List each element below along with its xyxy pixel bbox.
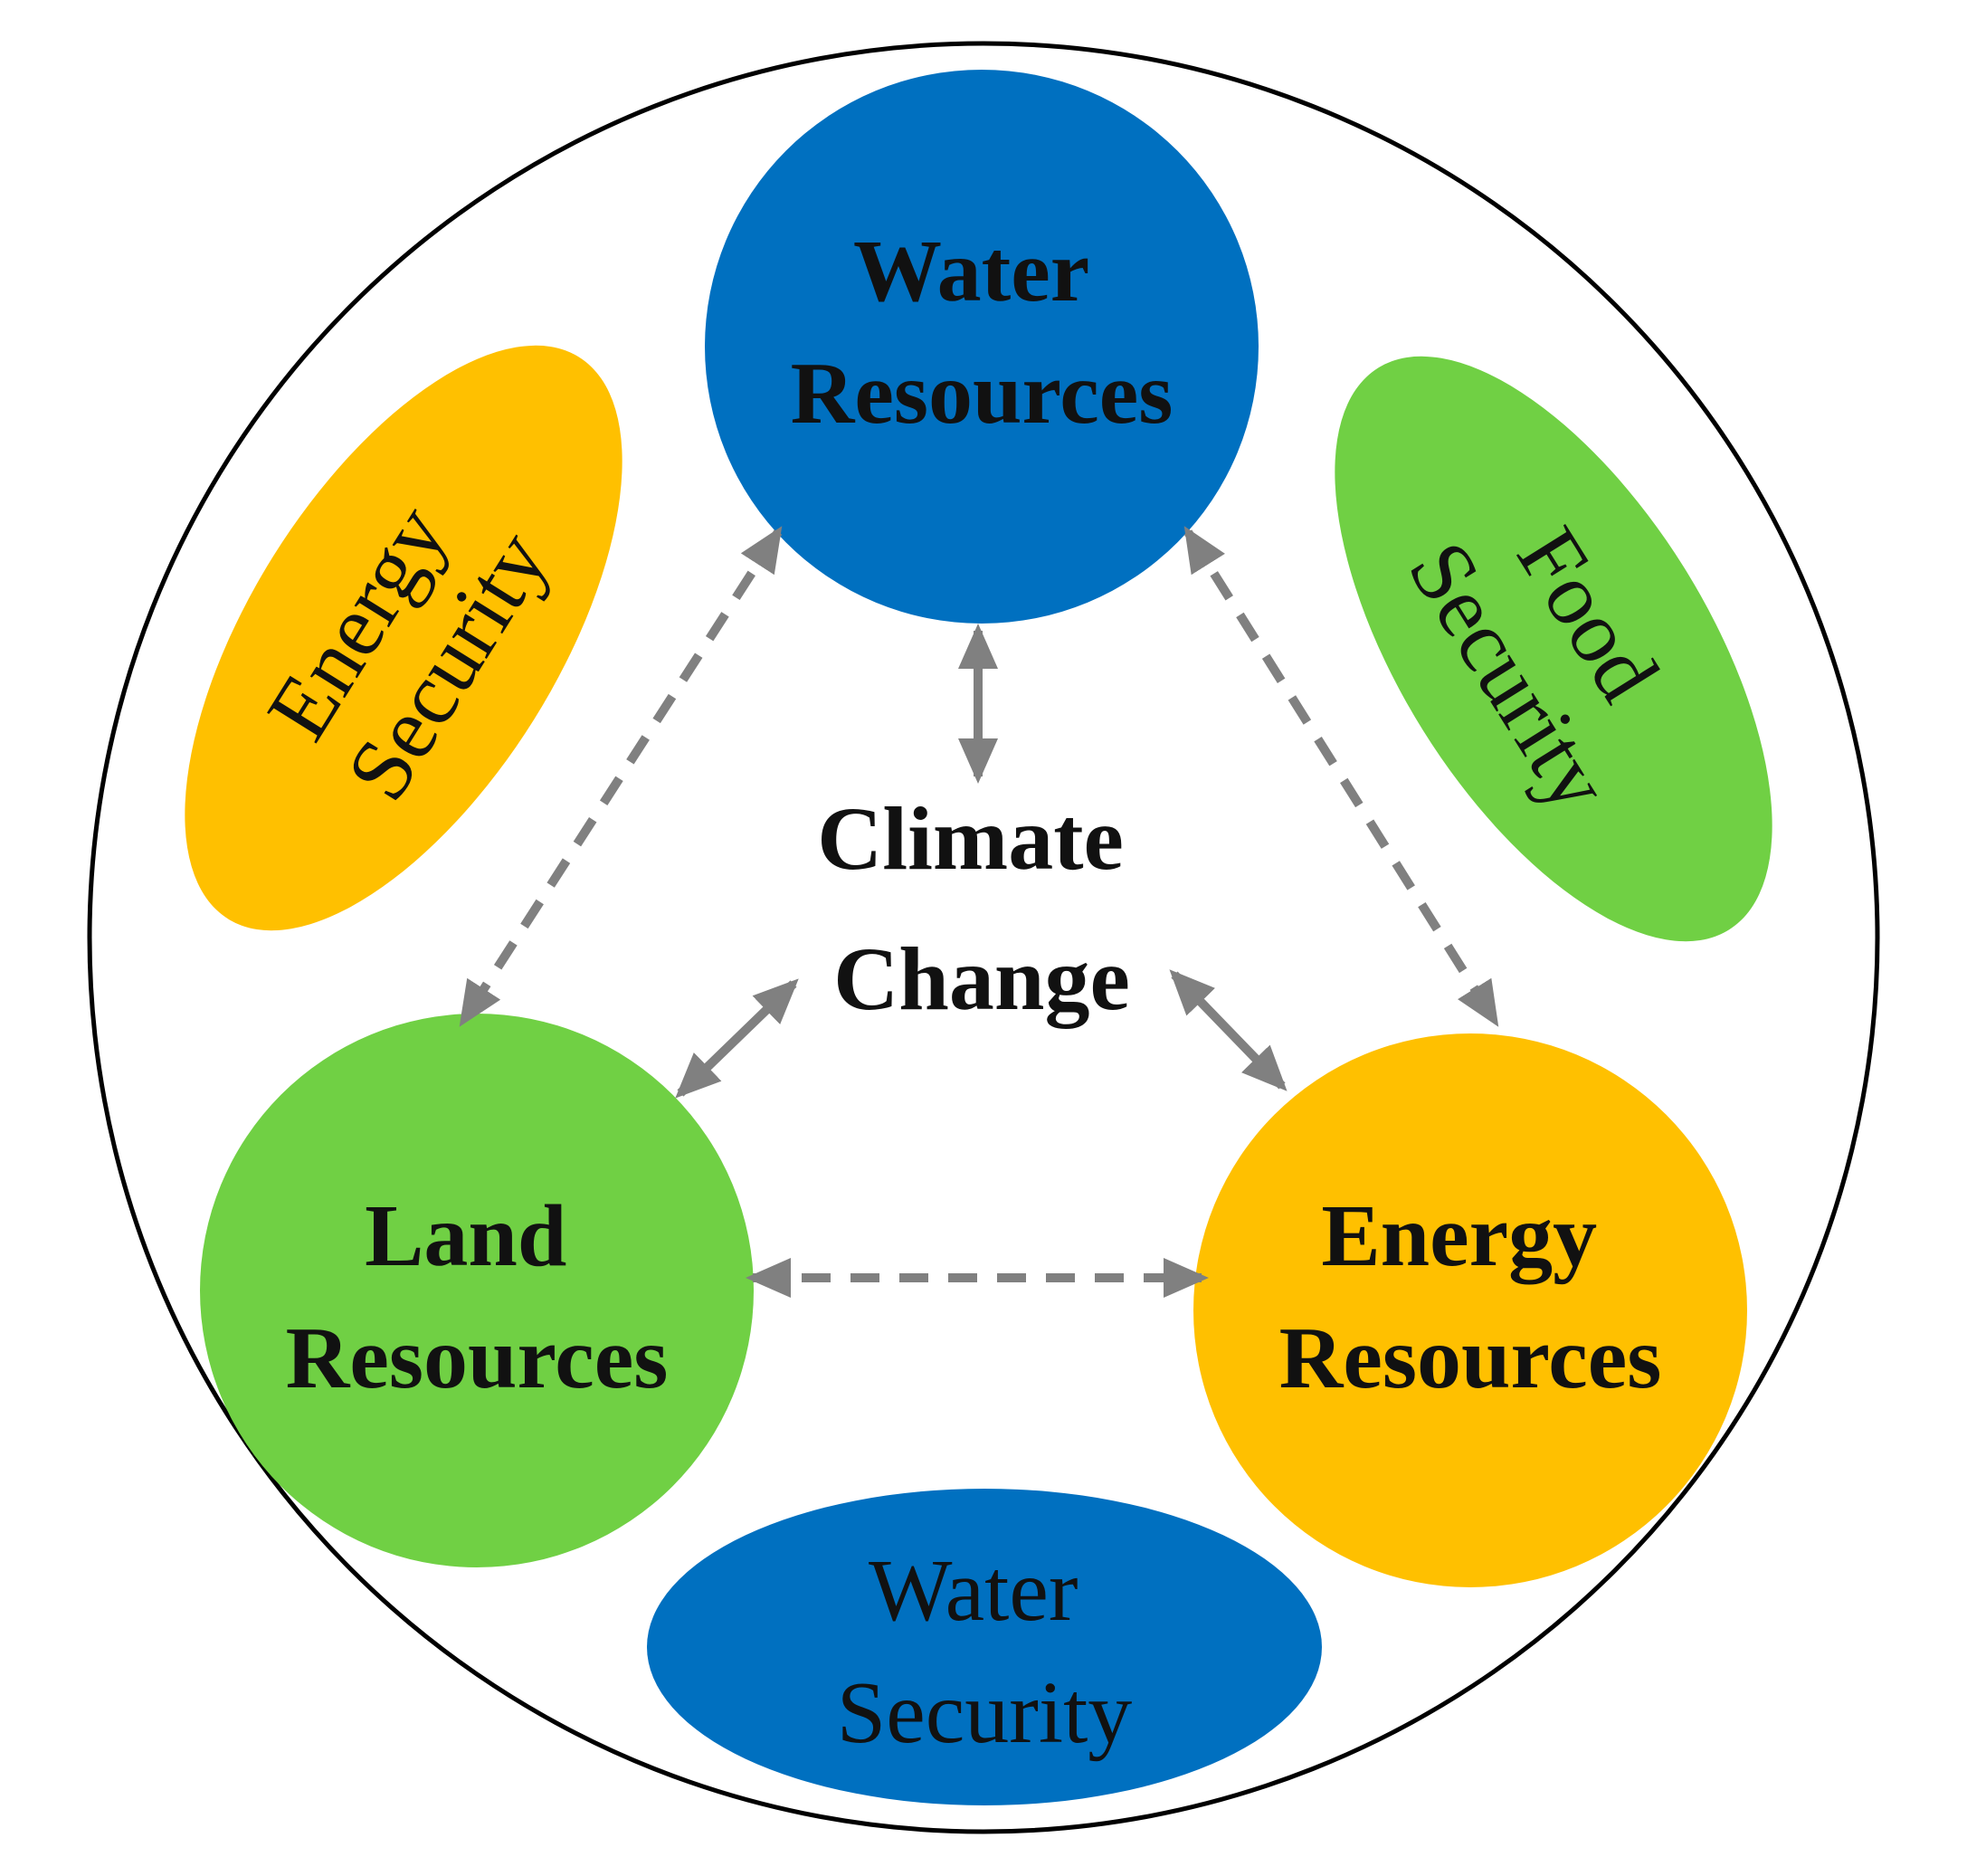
energy-security-ellipse xyxy=(185,345,622,931)
water-resources-circle xyxy=(705,70,1259,624)
water-security-label: Water Security xyxy=(837,1542,1133,1762)
climate-change-line1: Climate xyxy=(817,788,1124,889)
energy-resources-line1: Energy xyxy=(1321,1187,1597,1285)
water-security-line2: Security xyxy=(837,1664,1133,1762)
climate-change-line2: Change xyxy=(833,928,1130,1029)
water-security-line1: Water xyxy=(869,1542,1079,1640)
energy-resources-label: Energy Resources xyxy=(1279,1187,1662,1407)
land-climate-arrow xyxy=(675,978,799,1099)
climate-change-label: Climate Change xyxy=(817,788,1146,1029)
energy-resources-circle xyxy=(1193,1033,1747,1587)
land-resources-circle xyxy=(200,1014,754,1567)
energy-climate-arrow xyxy=(1169,969,1288,1091)
land-resources-line1: Land xyxy=(365,1187,566,1285)
outer-boundary-circle xyxy=(87,41,1880,1834)
water-resources-line1: Water xyxy=(853,223,1088,320)
land-resources-line2: Resources xyxy=(286,1309,669,1407)
land-resources-label: Land Resources xyxy=(286,1187,669,1407)
water-resources-line2: Resources xyxy=(791,345,1174,443)
food-security-ellipse xyxy=(1335,356,1772,942)
water-resources-label: Water Resources xyxy=(791,223,1174,443)
energy-resources-line2: Resources xyxy=(1279,1309,1662,1407)
water-security-ellipse xyxy=(647,1489,1322,1805)
